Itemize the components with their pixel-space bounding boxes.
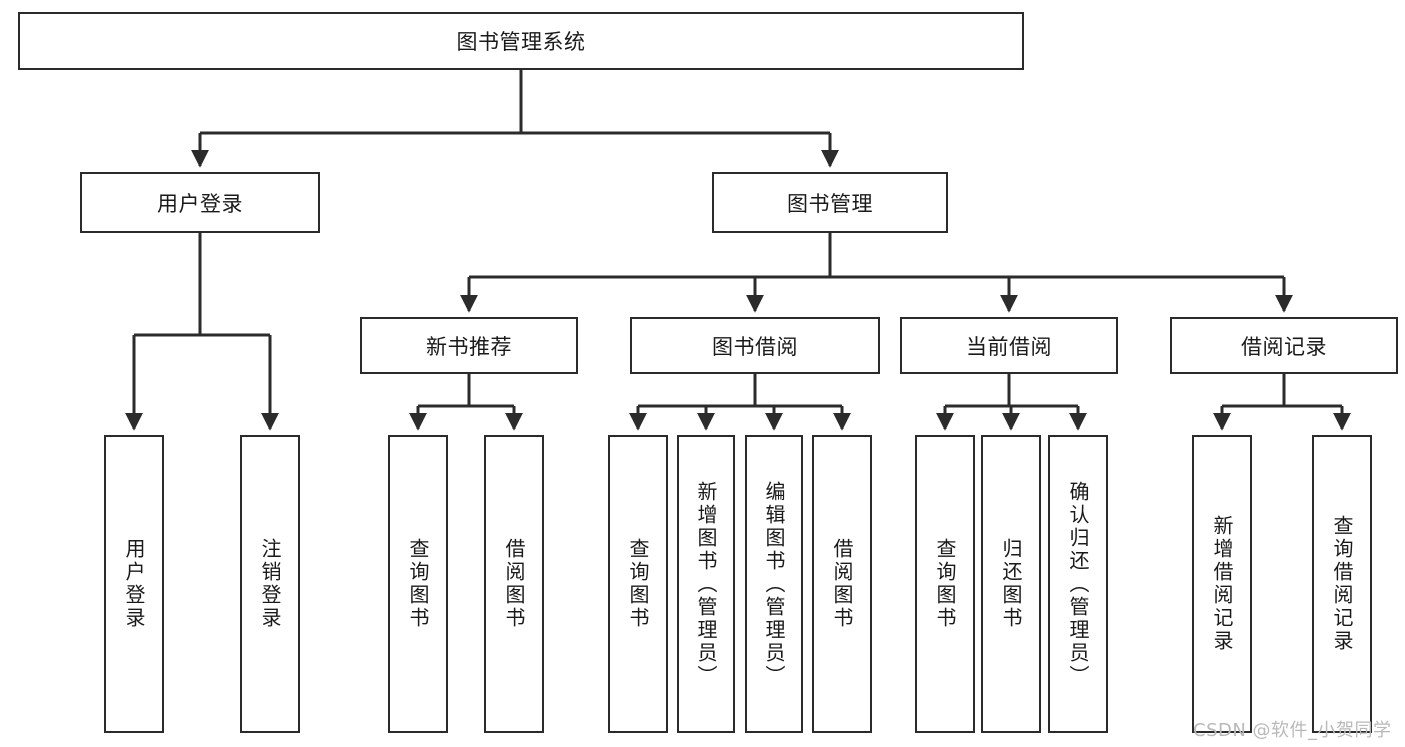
node-borrow-record[interactable]: 借阅记录 xyxy=(1170,317,1398,374)
node-root-label: 图书管理系统 xyxy=(456,30,586,54)
node-leaf-query-book-2[interactable]: 查询图书 xyxy=(608,435,668,733)
node-user-login[interactable]: 用户登录 xyxy=(80,172,320,233)
node-leaf-confirm-return-label: 确认归还（管理员） xyxy=(1066,480,1090,688)
node-leaf-user-login[interactable]: 用户登录 xyxy=(104,435,164,733)
node-root-system[interactable]: 图书管理系统 xyxy=(18,12,1024,70)
node-leaf-query-book-1[interactable]: 查询图书 xyxy=(388,435,448,733)
node-user-login-label: 用户登录 xyxy=(157,191,243,216)
node-leaf-query-book-3[interactable]: 查询图书 xyxy=(915,435,975,733)
node-leaf-add-book[interactable]: 新增图书（管理员） xyxy=(677,435,735,733)
node-leaf-confirm-return[interactable]: 确认归还（管理员） xyxy=(1048,435,1108,733)
node-leaf-user-login-label: 用户登录 xyxy=(122,538,146,630)
node-leaf-borrow-book-1-label: 借阅图书 xyxy=(502,538,526,630)
node-leaf-user-logout[interactable]: 注销登录 xyxy=(240,435,300,733)
node-leaf-query-record-label: 查询借阅记录 xyxy=(1330,515,1354,653)
node-book-manage-label: 图书管理 xyxy=(787,191,873,216)
node-leaf-borrow-book-1[interactable]: 借阅图书 xyxy=(484,435,544,733)
node-leaf-add-record[interactable]: 新增借阅记录 xyxy=(1192,435,1252,733)
node-borrow-record-label: 借阅记录 xyxy=(1241,334,1327,359)
node-new-book-recommend-label: 新书推荐 xyxy=(426,334,512,359)
node-leaf-add-book-label: 新增图书（管理员） xyxy=(694,480,718,688)
node-leaf-query-book-1-label: 查询图书 xyxy=(406,538,430,630)
node-book-manage[interactable]: 图书管理 xyxy=(712,172,948,233)
node-leaf-query-record[interactable]: 查询借阅记录 xyxy=(1312,435,1372,733)
node-leaf-query-book-2-label: 查询图书 xyxy=(626,538,650,630)
csdn-watermark: CSDN @软件_小贺同学 xyxy=(1193,720,1392,741)
node-current-borrow-label: 当前借阅 xyxy=(966,334,1052,359)
node-book-borrow[interactable]: 图书借阅 xyxy=(630,317,880,374)
node-leaf-borrow-book-2-label: 借阅图书 xyxy=(830,538,854,630)
node-leaf-add-record-label: 新增借阅记录 xyxy=(1210,515,1234,653)
node-leaf-edit-book[interactable]: 编辑图书（管理员） xyxy=(745,435,803,733)
node-leaf-return-book-label: 归还图书 xyxy=(999,538,1023,630)
node-current-borrow[interactable]: 当前借阅 xyxy=(900,317,1118,374)
node-leaf-user-logout-label: 注销登录 xyxy=(258,538,282,630)
node-leaf-return-book[interactable]: 归还图书 xyxy=(981,435,1041,733)
node-leaf-query-book-3-label: 查询图书 xyxy=(933,538,957,630)
node-new-book-recommend[interactable]: 新书推荐 xyxy=(360,317,578,374)
node-leaf-edit-book-label: 编辑图书（管理员） xyxy=(762,480,786,688)
node-book-borrow-label: 图书借阅 xyxy=(712,334,798,359)
node-leaf-borrow-book-2[interactable]: 借阅图书 xyxy=(812,435,872,733)
